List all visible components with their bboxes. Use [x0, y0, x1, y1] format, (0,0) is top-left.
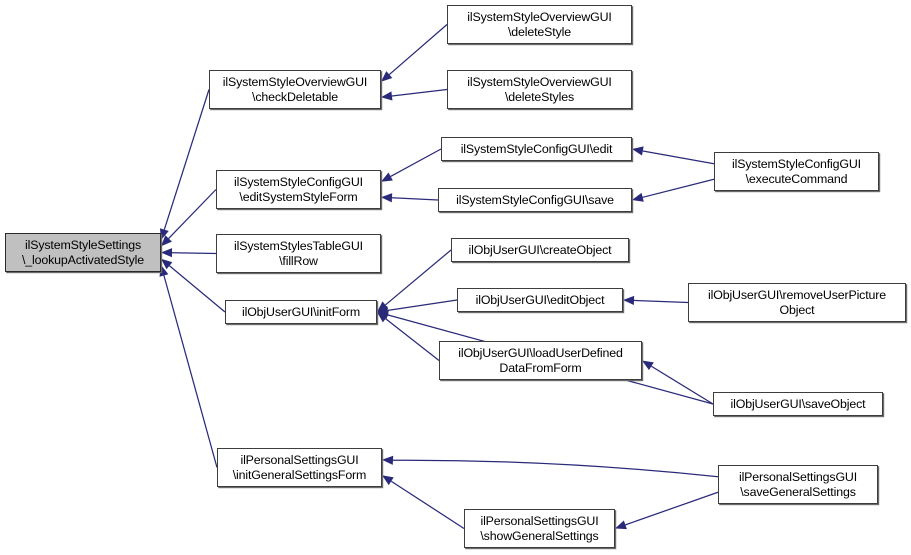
- graph-arrowhead-removeUserPictureObject-to-editObject: [623, 295, 635, 306]
- graph-node-label: ilObjUserGUI\editObject: [475, 292, 605, 307]
- graph-edge-fillRow-to-lookupActivatedStyle: [171, 252, 217, 255]
- graph-node-label-line2: \deleteStyle: [508, 24, 571, 39]
- graph-node-label: ilObjUserGUI\initForm: [241, 304, 361, 319]
- graph-edge-saveGeneralSettings-to-showGeneralSettings: [625, 491, 719, 526]
- graph-node-configSave[interactable]: ilSystemStyleConfigGUI\save: [438, 188, 632, 212]
- graph-node-label: ilSystemStyleConfigGUI\save: [456, 192, 614, 207]
- graph-edge-saveGeneralSettings-to-initGeneralSettingsForm: [392, 459, 719, 478]
- graph-edge-removeUserPictureObject-to-editObject: [633, 299, 689, 304]
- graph-node-createObject[interactable]: ilObjUserGUI\createObject: [451, 238, 629, 262]
- graph-edge-editObject-to-initForm: [387, 299, 458, 311]
- graph-node-label: ilSystemStyleOverviewGUI: [222, 74, 368, 89]
- graph-arrowhead-executeCommand-to-configSave: [632, 192, 644, 202]
- graph-node-label-line2: \showGeneralSettings: [480, 528, 599, 543]
- graph-arrowhead-configSave-to-editSystemStyleForm: [381, 193, 393, 203]
- graph-node-checkDeletable[interactable]: ilSystemStyleOverviewGUI\checkDeletable: [209, 70, 381, 109]
- graph-arrowhead-editObject-to-initForm: [377, 305, 389, 315]
- graph-node-label-line2: DataFromForm: [499, 360, 582, 375]
- graph-node-saveGeneralSettings[interactable]: ilPersonalSettingsGUI\saveGeneralSetting…: [718, 465, 878, 504]
- graph-node-label-line2: \_lookupActivatedStyle: [21, 252, 145, 267]
- graph-edge-configSave-to-editSystemStyleForm: [391, 197, 439, 201]
- graph-edge-editSystemStyleForm-to-lookupActivatedStyle: [168, 189, 217, 239]
- graph-edge-checkDeletable-to-lookupActivatedStyle: [163, 89, 210, 230]
- graph-node-label: ilPersonalSettingsGUI: [240, 452, 359, 467]
- graph-node-label: ilSystemStyleConfigGUI: [732, 156, 861, 171]
- graph-arrowhead-editSystemStyleForm-to-lookupActivatedStyle: [161, 235, 172, 247]
- graph-edge-createObject-to-initForm: [385, 249, 452, 306]
- graph-edge-executeCommand-to-configEdit: [642, 150, 715, 165]
- graph-edge-saveObject-to-loadUserDefinedDataFromForm: [651, 365, 714, 405]
- graph-arrowhead-saveGeneralSettings-to-initGeneralSettingsForm: [382, 455, 394, 465]
- graph-node-deleteStyles[interactable]: ilSystemStyleOverviewGUI\deleteStyles: [447, 70, 632, 109]
- graph-node-label-line2: \deleteStyles: [505, 89, 574, 104]
- graph-edge-configEdit-to-editSystemStyleForm: [390, 148, 442, 178]
- graph-arrowhead-deleteStyles-to-checkDeletable: [381, 91, 393, 101]
- graph-node-configEdit[interactable]: ilSystemStyleConfigGUI\edit: [441, 137, 632, 161]
- graph-node-label: ilObjUserGUI\loadUserDefined: [458, 345, 623, 360]
- graph-arrowhead-saveGeneralSettings-to-showGeneralSettings: [615, 520, 627, 530]
- graph-arrowhead-initForm-to-lookupActivatedStyle: [161, 258, 173, 270]
- graph-node-label-line2: \editSystemStyleForm: [239, 189, 358, 204]
- graph-edge-deleteStyles-to-checkDeletable: [391, 88, 448, 97]
- graph-node-fillRow[interactable]: ilSystemStylesTableGUI\fillRow: [216, 234, 381, 273]
- graph-node-lookupActivatedStyle: ilSystemStyleSettings\_lookupActivatedSt…: [5, 233, 161, 272]
- graph-arrowhead-loadUserDefinedDataFromForm-to-initForm: [377, 312, 389, 323]
- graph-edge-loadUserDefinedDataFromForm-to-initForm: [385, 318, 440, 361]
- graph-edge-initGeneralSettingsForm-to-lookupActivatedStyle: [163, 275, 218, 468]
- graph-node-executeCommand[interactable]: ilSystemStyleConfigGUI\executeCommand: [714, 152, 879, 191]
- graph-node-saveObject[interactable]: ilObjUserGUI\saveObject: [713, 392, 883, 416]
- graph-node-label: ilSystemStyleConfigGUI\edit: [460, 141, 613, 156]
- graph-node-label: ilObjUserGUI\saveObject: [730, 396, 866, 411]
- graph-arrowhead-saveObject-to-loadUserDefinedDataFromForm: [642, 360, 654, 371]
- graph-node-label-line2: \checkDeletable: [252, 89, 338, 104]
- graph-node-label: ilSystemStyleConfigGUI: [234, 174, 363, 189]
- graph-node-label-line2: Object: [779, 302, 815, 317]
- graph-node-initForm[interactable]: ilObjUserGUI\initForm: [225, 300, 377, 324]
- graph-node-label-line2: \initGeneralSettingsForm: [232, 467, 367, 482]
- graph-arrowhead-executeCommand-to-configEdit: [632, 146, 644, 156]
- graph-node-deleteStyle[interactable]: ilSystemStyleOverviewGUI\deleteStyle: [447, 5, 632, 44]
- graph-node-label: ilObjUserGUI\createObject: [468, 242, 612, 257]
- graph-node-label: ilPersonalSettingsGUI: [738, 469, 858, 484]
- graph-arrowhead-checkDeletable-to-lookupActivatedStyle: [159, 228, 169, 241]
- graph-node-label: ilPersonalSettingsGUI: [480, 513, 599, 528]
- graph-arrowhead-showGeneralSettings-to-initGeneralSettingsForm: [382, 475, 394, 486]
- graph-node-label: ilSystemStylesTableGUI: [234, 238, 363, 253]
- graph-node-label: ilSystemStyleOverviewGUI: [467, 9, 612, 24]
- graph-edge-deleteStyle-to-checkDeletable: [388, 24, 448, 76]
- graph-node-showGeneralSettings[interactable]: ilPersonalSettingsGUI\showGeneralSetting…: [464, 509, 615, 548]
- graph-arrowhead-saveObject-to-initForm: [377, 310, 389, 320]
- graph-node-editObject[interactable]: ilObjUserGUI\editObject: [457, 288, 623, 312]
- graph-edge-showGeneralSettings-to-initGeneralSettingsForm: [390, 480, 465, 530]
- graph-node-label-line2: \fillRow: [279, 253, 318, 268]
- graph-arrowhead-fillRow-to-lookupActivatedStyle: [161, 248, 173, 258]
- graph-arrowhead-configEdit-to-editSystemStyleForm: [381, 172, 393, 182]
- graph-node-label: ilObjUserGUI\removeUserPicture: [708, 287, 886, 302]
- graph-node-label: ilSystemStyleOverviewGUI: [467, 74, 612, 89]
- graph-arrowhead-deleteStyle-to-checkDeletable: [381, 71, 393, 82]
- graph-node-label-line2: \executeCommand: [745, 171, 848, 186]
- graph-node-initGeneralSettingsForm[interactable]: ilPersonalSettingsGUI\initGeneralSetting…: [217, 448, 382, 487]
- graph-node-label: ilSystemStyleSettings: [25, 237, 141, 252]
- graph-arrowhead-createObject-to-initForm: [377, 301, 389, 312]
- graph-node-editSystemStyleForm[interactable]: ilSystemStyleConfigGUI\editSystemStyleFo…: [216, 170, 381, 209]
- graph-node-label-line2: \saveGeneralSettings: [740, 484, 856, 499]
- graph-edge-executeCommand-to-configSave: [642, 178, 715, 198]
